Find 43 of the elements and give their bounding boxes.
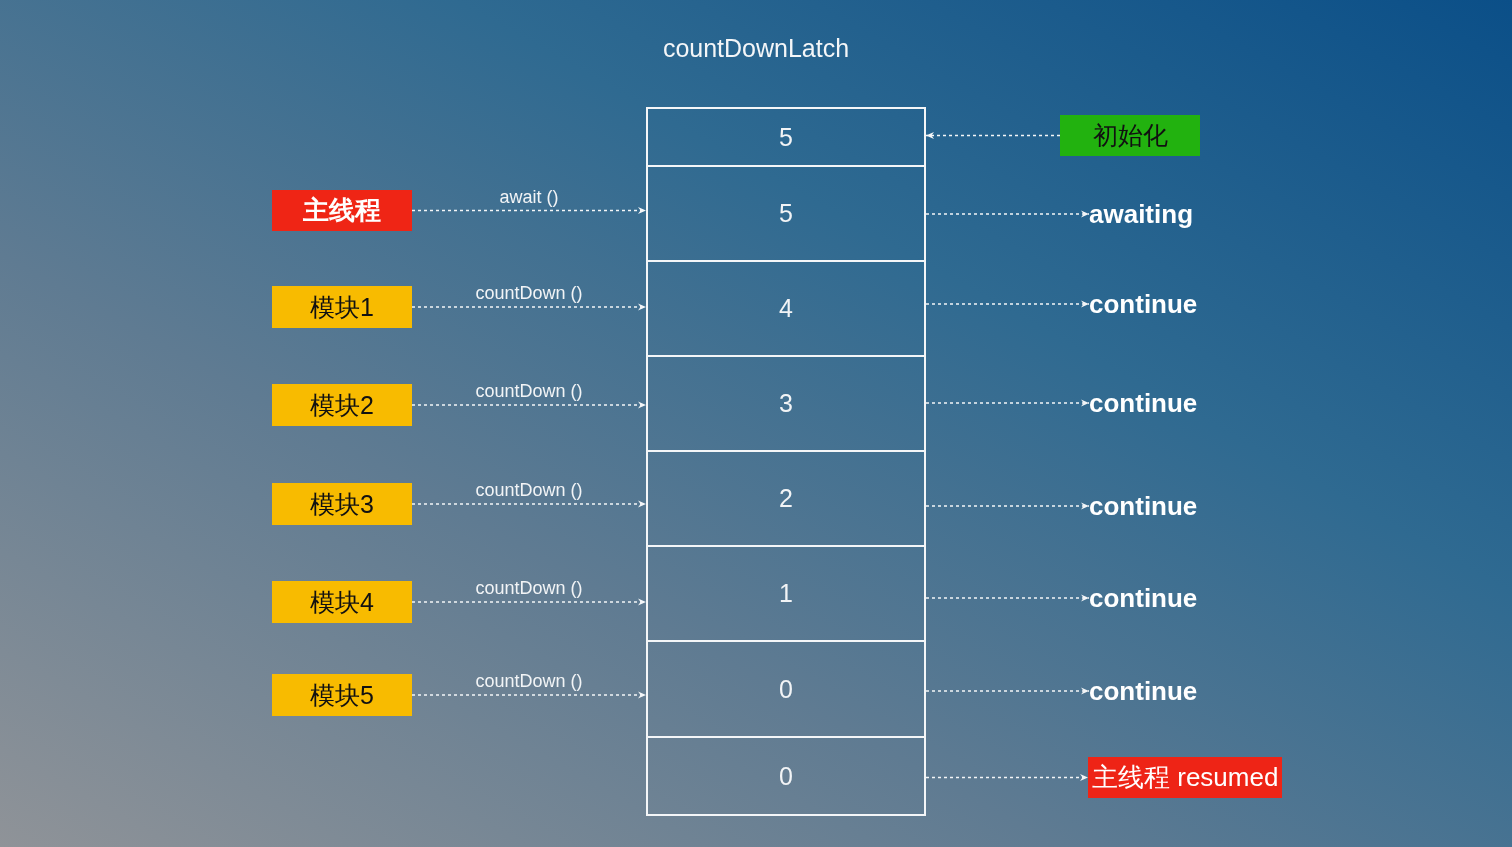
arrow <box>925 399 1090 407</box>
edge-label: await () <box>499 186 559 207</box>
counter-cell: 5 <box>646 107 926 167</box>
edge-label: countDown () <box>475 578 583 598</box>
counter-cell: 4 <box>646 260 926 357</box>
arrow <box>925 774 1089 781</box>
module-box: 模块5 <box>272 674 412 716</box>
arrow <box>925 300 1090 308</box>
module-box: 模块1 <box>272 286 412 328</box>
module-box: 模块3 <box>272 483 412 525</box>
status-text: continue <box>1089 674 1198 708</box>
counter-cell: 5 <box>646 165 926 262</box>
arrow <box>925 687 1090 695</box>
edge-label: countDown () <box>475 381 583 401</box>
arrow <box>925 132 1061 139</box>
arrow <box>925 594 1090 602</box>
thread-box: 主线程 <box>272 190 412 231</box>
counter-cell: 2 <box>646 450 926 547</box>
counter-cell: 3 <box>646 355 926 452</box>
arrow <box>411 303 647 311</box>
arrow <box>411 401 647 409</box>
diagram-title: countDownLatch <box>662 34 850 62</box>
edge-label: countDown () <box>475 480 583 500</box>
status-text: continue <box>1089 287 1198 321</box>
status-box: 主线程 resumed <box>1088 757 1283 798</box>
module-box: 模块2 <box>272 384 412 426</box>
arrow <box>411 691 647 699</box>
arrow <box>411 598 647 606</box>
edge-label: countDown () <box>475 283 583 303</box>
status-text: continue <box>1089 581 1198 615</box>
status-text: continue <box>1089 386 1198 420</box>
arrow <box>925 502 1090 510</box>
arrow <box>925 210 1090 218</box>
counter-cell: 0 <box>646 640 926 738</box>
status-text: continue <box>1089 489 1198 523</box>
status-text: awaiting <box>1089 197 1193 231</box>
arrow <box>411 207 647 214</box>
module-box: 模块4 <box>272 581 412 623</box>
edge-label: countDown () <box>475 671 583 691</box>
counter-cell: 1 <box>646 545 926 642</box>
counter-cell: 0 <box>646 736 926 816</box>
init-box: 初始化 <box>1060 115 1200 156</box>
arrow <box>411 500 647 508</box>
